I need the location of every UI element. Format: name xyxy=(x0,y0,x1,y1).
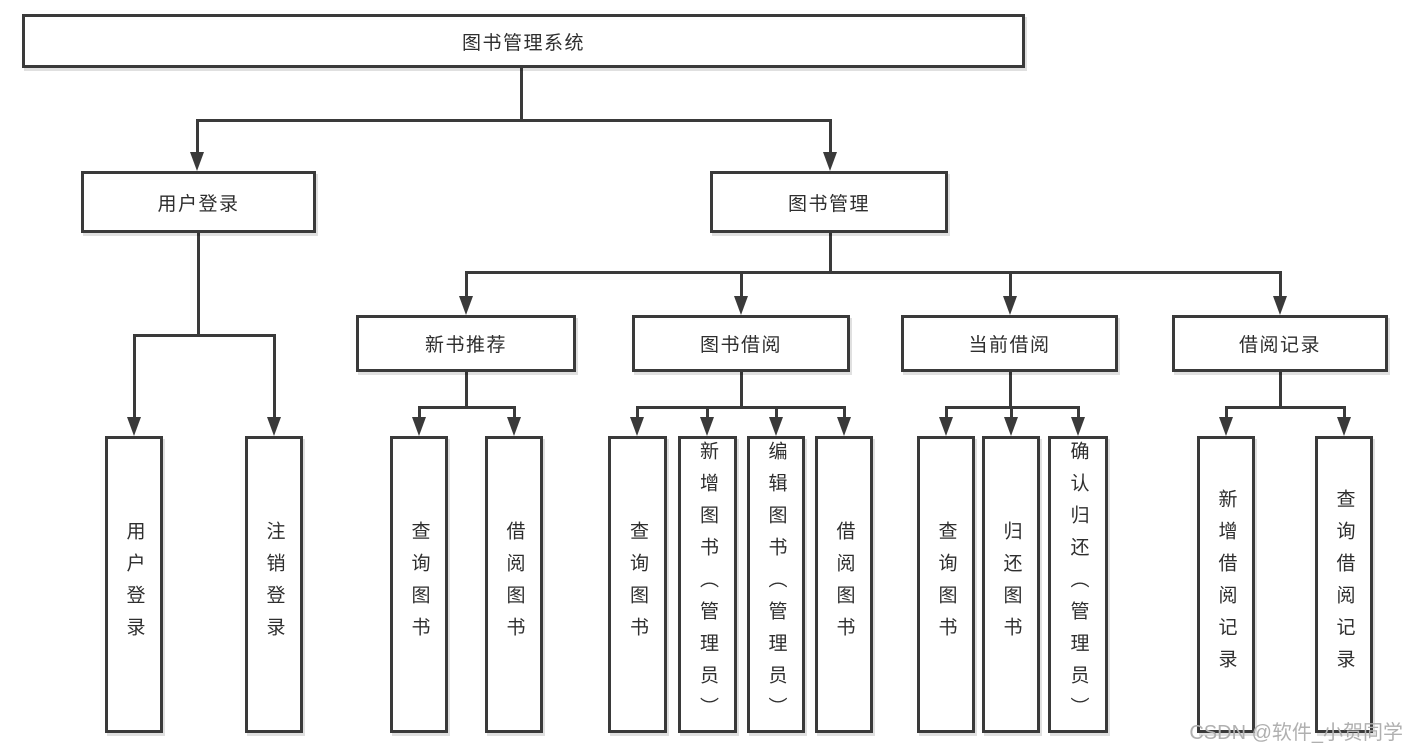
connector-line xyxy=(417,406,421,419)
leaf-label: 借阅图书 xyxy=(503,520,525,649)
leaf-borrow-query-books: 查询图书 xyxy=(608,436,667,733)
connector-line xyxy=(842,406,846,419)
leaf-label: 查询图书 xyxy=(627,520,648,649)
node-label: 当前借阅 xyxy=(968,335,1051,356)
leaf-label: 新增借阅记录 xyxy=(1215,488,1237,681)
node-current-borrow: 当前借阅 xyxy=(901,315,1118,372)
connector-line xyxy=(828,233,832,274)
node-label: 图书借阅 xyxy=(699,335,782,356)
connector-line xyxy=(512,406,516,419)
leaf-label: 确认归还（管理员） xyxy=(1067,440,1089,729)
connector-line xyxy=(1342,406,1346,419)
node-book-management: 图书管理 xyxy=(710,171,948,233)
node-label: 新书推荐 xyxy=(424,335,507,356)
node-library-system: 图书管理系统 xyxy=(22,14,1025,68)
node-user-login: 用户登录 xyxy=(81,171,316,233)
arrow-down-icon xyxy=(939,417,953,436)
arrow-down-icon xyxy=(459,296,473,315)
connector-line xyxy=(1009,406,1013,419)
node-label: 图书管理系统 xyxy=(461,32,585,54)
connector-line xyxy=(1076,406,1080,419)
arrow-down-icon xyxy=(823,152,837,171)
arrow-down-icon xyxy=(1071,417,1085,436)
connector-line xyxy=(132,334,136,419)
leaf-label: 编辑图书（管理员） xyxy=(765,440,787,729)
leaf-current-confirm-return-admin: 确认归还（管理员） xyxy=(1048,436,1108,733)
connector-line xyxy=(1224,406,1228,419)
connector-line xyxy=(705,406,709,419)
node-label: 图书管理 xyxy=(787,193,870,215)
leaf-user-login: 用户登录 xyxy=(105,436,163,733)
connector-line xyxy=(1008,271,1012,298)
connector-line xyxy=(944,406,948,419)
connector-line xyxy=(1278,271,1282,298)
arrow-down-icon xyxy=(127,417,141,436)
leaf-records-add-record: 新增借阅记录 xyxy=(1197,436,1255,733)
leaf-records-query-record: 查询借阅记录 xyxy=(1315,436,1373,733)
leaf-borrow-edit-books-admin: 编辑图书（管理员） xyxy=(747,436,805,733)
connector-line xyxy=(774,406,778,419)
leaf-label: 归还图书 xyxy=(1000,520,1022,649)
arrow-down-icon xyxy=(1003,296,1017,315)
leaf-borrow-borrow-books: 借阅图书 xyxy=(815,436,873,733)
connector-line xyxy=(739,372,743,409)
arrow-down-icon xyxy=(700,417,714,436)
arrow-down-icon xyxy=(267,417,281,436)
connector-line xyxy=(195,119,832,122)
connector-line xyxy=(739,271,743,298)
connector-line xyxy=(464,271,1281,274)
connector-line xyxy=(1278,372,1282,409)
arrow-down-icon xyxy=(734,296,748,315)
leaf-current-return-books: 归还图书 xyxy=(982,436,1040,733)
arrow-down-icon xyxy=(190,152,204,171)
arrow-down-icon xyxy=(837,417,851,436)
connector-line xyxy=(195,119,199,154)
connector-line xyxy=(1008,372,1012,409)
leaf-label: 查询借阅记录 xyxy=(1333,488,1355,681)
connector-line xyxy=(635,406,639,419)
arrow-down-icon xyxy=(769,417,783,436)
connector-line xyxy=(635,406,846,409)
connector-line xyxy=(417,406,516,409)
node-book-borrow: 图书借阅 xyxy=(632,315,850,372)
leaf-label: 注销登录 xyxy=(263,520,285,649)
connector-line xyxy=(196,233,200,337)
connector-line xyxy=(272,334,276,419)
leaf-borrow-add-books-admin: 新增图书（管理员） xyxy=(678,436,737,733)
arrow-down-icon xyxy=(1219,417,1233,436)
csdn-watermark: CSDN @软件_小贺同学 xyxy=(1189,722,1403,744)
connector-line xyxy=(464,271,468,298)
connector-line xyxy=(519,68,523,121)
arrow-down-icon xyxy=(412,417,426,436)
arrow-down-icon xyxy=(1337,417,1351,436)
node-label: 借阅记录 xyxy=(1238,335,1321,356)
leaf-label: 查询图书 xyxy=(935,520,957,649)
leaf-label: 查询图书 xyxy=(408,520,430,649)
arrow-down-icon xyxy=(507,417,521,436)
leaf-current-query-books: 查询图书 xyxy=(917,436,975,733)
node-label: 用户登录 xyxy=(157,193,240,215)
leaf-newbook-query-books: 查询图书 xyxy=(390,436,448,733)
arrow-down-icon xyxy=(1273,296,1287,315)
arrow-down-icon xyxy=(630,417,644,436)
leaf-label: 新增图书（管理员） xyxy=(697,440,718,729)
arrow-down-icon xyxy=(1004,417,1018,436)
leaf-label: 用户登录 xyxy=(123,520,145,649)
connector-line xyxy=(132,334,276,337)
connector-line xyxy=(464,372,468,409)
node-new-book-recommend: 新书推荐 xyxy=(356,315,576,372)
connector-line xyxy=(828,119,832,154)
leaf-logout: 注销登录 xyxy=(245,436,303,733)
leaf-newbook-borrow-books: 借阅图书 xyxy=(485,436,543,733)
node-borrow-records: 借阅记录 xyxy=(1172,315,1388,372)
leaf-label: 借阅图书 xyxy=(833,520,855,649)
connector-line xyxy=(1224,406,1346,409)
